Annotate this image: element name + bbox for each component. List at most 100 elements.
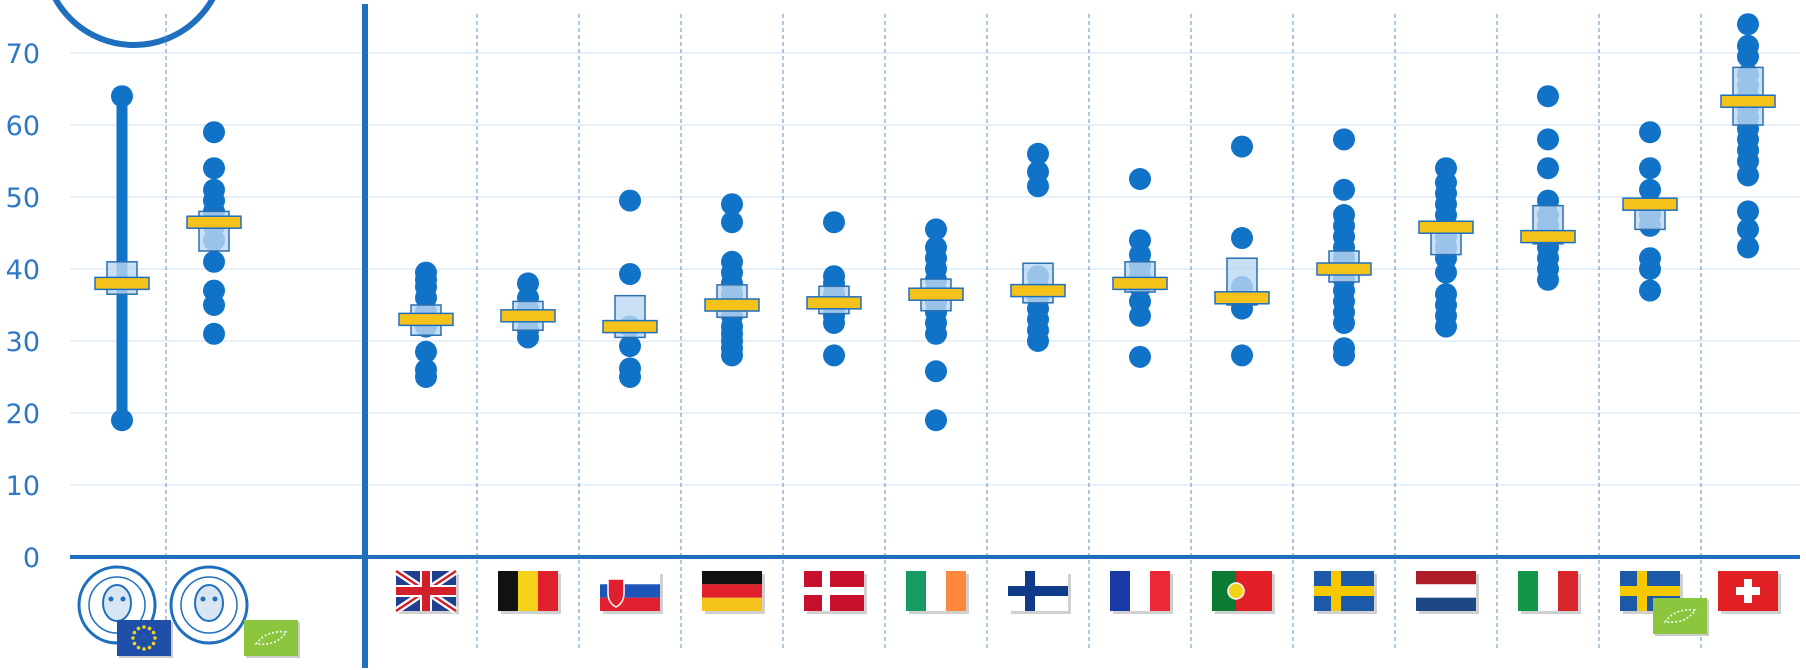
category-separators [165, 14, 1702, 650]
data-point [1737, 200, 1759, 223]
cow-head [194, 584, 224, 622]
category-netherlands [1418, 157, 1474, 338]
median-bar [806, 296, 862, 310]
eu-star [136, 645, 141, 650]
category-finland [1010, 142, 1066, 352]
flag-stripe [518, 571, 538, 611]
flag-sweden-icon [1314, 571, 1377, 614]
flag-france-icon [1110, 571, 1173, 614]
cow-eye [108, 596, 114, 602]
data-point [111, 85, 133, 108]
category-italy [1520, 85, 1576, 291]
data-point [1333, 128, 1355, 151]
category-germany [704, 193, 760, 367]
y-tick-label: 0 [23, 543, 40, 574]
data-marks [94, 13, 1776, 432]
flag-sweden-organic-icon [1620, 571, 1709, 636]
data-point [1537, 128, 1559, 151]
data-point [619, 335, 641, 358]
flag-stripe [422, 571, 430, 611]
median-bar [1316, 262, 1372, 276]
data-point [619, 263, 641, 286]
flag-stripe [946, 571, 966, 611]
data-point [925, 218, 947, 241]
flag-stripe [1416, 597, 1476, 611]
data-point [619, 357, 641, 380]
eu-star [147, 645, 152, 650]
cow-eye [200, 596, 206, 602]
flag-stripe [906, 571, 926, 611]
flag-finland-icon [1008, 571, 1071, 614]
data-point [203, 121, 225, 144]
data-point [1639, 279, 1661, 302]
data-point [415, 261, 437, 284]
chart-decoration [52, 0, 216, 48]
data-point [1231, 227, 1253, 250]
axes [70, 4, 1800, 668]
flag-italy-icon [1518, 571, 1581, 614]
logo-arc [52, 0, 216, 48]
flag-stripe [538, 571, 558, 611]
eu-star [142, 647, 146, 651]
data-point [925, 360, 947, 383]
category-denmark [806, 211, 862, 367]
data-point [415, 358, 437, 381]
data-point [1129, 229, 1151, 252]
eu-star [142, 625, 146, 629]
y-tick-label: 10 [6, 471, 40, 502]
flag-slovakia-icon [600, 571, 663, 614]
median-bar [186, 215, 242, 229]
category-france [1112, 168, 1168, 368]
flag-switzerland-icon [1718, 571, 1781, 614]
category-sweden-organic [1622, 121, 1678, 302]
eu-star [151, 641, 156, 646]
category-eu-dairy-farmers [94, 85, 150, 432]
y-tick-label: 70 [6, 39, 40, 70]
data-point [823, 211, 845, 234]
median-bar [1418, 220, 1474, 234]
median-bar [398, 312, 454, 327]
flag-stripe [1518, 571, 1538, 611]
data-point [1737, 236, 1759, 259]
data-point [1027, 160, 1049, 183]
data-point [203, 322, 225, 345]
data-point [823, 265, 845, 288]
median-bar [704, 298, 760, 312]
data-point [1333, 204, 1355, 226]
eu-star [131, 636, 135, 640]
organic-badge [244, 620, 298, 656]
cow-head [102, 584, 132, 622]
flag-stripe [1620, 586, 1680, 596]
median-bar [500, 309, 556, 323]
eu-organic-dairy-farmers-logo-icon [169, 565, 300, 658]
flag-portugal-icon [1212, 571, 1275, 614]
data-point [111, 409, 133, 432]
flag-stripe [804, 587, 864, 595]
data-point [1333, 337, 1355, 360]
flag-stripe [1538, 571, 1558, 611]
data-point [1231, 344, 1253, 367]
flag-stripe [926, 571, 946, 611]
data-point [1639, 178, 1661, 201]
flag-stripe [1008, 586, 1068, 596]
data-point [1737, 13, 1759, 36]
median-bar [1214, 291, 1270, 305]
y-tick-label: 60 [6, 111, 40, 142]
data-point [925, 236, 947, 259]
flag-ireland-icon [906, 571, 969, 614]
cow-eye [120, 596, 126, 602]
flag-belgium-icon [498, 571, 561, 614]
data-point [1737, 218, 1759, 241]
flag-stripe [702, 584, 762, 598]
eu-dairy-farmers-logo-icon [77, 565, 173, 658]
y-tick-label: 20 [6, 399, 40, 430]
data-point [1435, 157, 1457, 180]
median-bar [1720, 94, 1776, 108]
organic-leaf [1663, 609, 1697, 623]
flag-stripe [1736, 587, 1760, 595]
flag-netherlands-icon [1416, 571, 1479, 614]
median-bar [1520, 229, 1576, 244]
data-point [1333, 178, 1355, 201]
flag-stripe [1416, 571, 1476, 585]
